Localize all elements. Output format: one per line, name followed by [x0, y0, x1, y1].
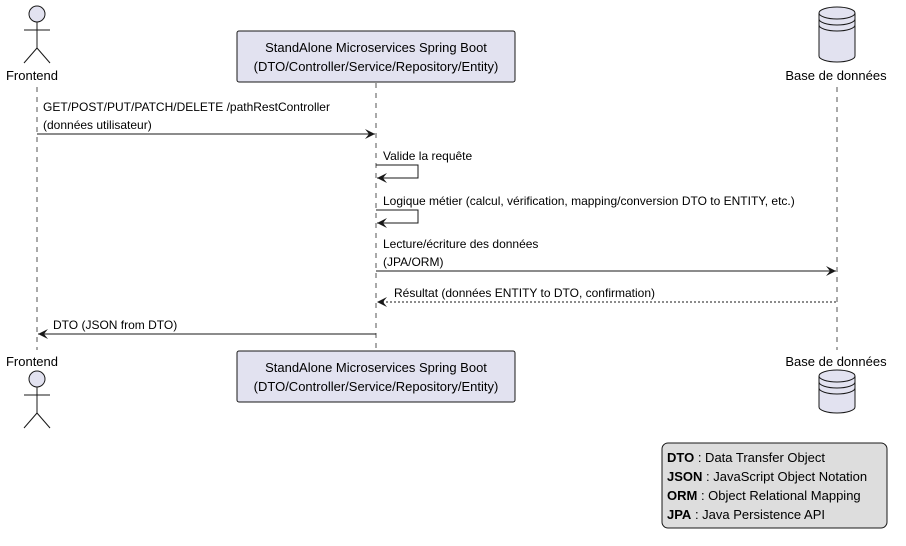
message-business-logic: Logique métier (calcul, vérification, ma…	[376, 194, 795, 228]
participant-service-bottom-line2: (DTO/Controller/Service/Repository/Entit…	[254, 379, 499, 394]
message-request: GET/POST/PUT/PATCH/DELETE /pathRestContr…	[37, 100, 375, 139]
database-top-icon	[818, 6, 856, 63]
database-bottom-icon	[818, 369, 856, 414]
legend-item-orm: ORM : Object Relational Mapping	[667, 488, 861, 503]
message-response: DTO (JSON from DTO)	[38, 318, 376, 339]
message-result: Résultat (données ENTITY to DTO, confirm…	[377, 286, 836, 307]
message-result-label: Résultat (données ENTITY to DTO, confirm…	[394, 286, 655, 300]
participant-service-top-line1: StandAlone Microservices Spring Boot	[265, 40, 487, 55]
legend-item-json: JSON : JavaScript Object Notation	[667, 469, 867, 484]
legend-item-jpa: JPA : Java Persistence API	[667, 507, 825, 522]
message-read-write-line1: Lecture/écriture des données	[383, 237, 538, 251]
legend: DTO : Data Transfer Object JSON : JavaSc…	[661, 442, 888, 529]
actor-frontend-bottom-label: Frontend	[6, 354, 58, 369]
message-read-write: Lecture/écriture des données (JPA/ORM)	[376, 237, 836, 276]
message-response-label: DTO (JSON from DTO)	[53, 318, 177, 332]
message-request-line2: (données utilisateur)	[43, 118, 152, 132]
participant-service-bottom-line1: StandAlone Microservices Spring Boot	[265, 360, 487, 375]
actor-frontend-top-label: Frontend	[6, 68, 58, 83]
message-business-logic-label: Logique métier (calcul, vérification, ma…	[383, 194, 795, 208]
participant-service-top: StandAlone Microservices Spring Boot (DT…	[236, 30, 516, 83]
actor-frontend-top-icon	[23, 5, 51, 64]
message-read-write-line2: (JPA/ORM)	[383, 255, 443, 269]
actor-frontend-bottom-icon	[23, 370, 51, 429]
message-validate: Valide la requête	[376, 149, 473, 183]
database-bottom-label: Base de données	[785, 354, 887, 369]
message-request-line1: GET/POST/PUT/PATCH/DELETE /pathRestContr…	[43, 100, 330, 114]
database-top-label: Base de données	[785, 68, 887, 83]
participant-service-top-line2: (DTO/Controller/Service/Repository/Entit…	[254, 59, 499, 74]
legend-item-dto: DTO : Data Transfer Object	[667, 450, 825, 465]
message-validate-label: Valide la requête	[383, 149, 473, 163]
participant-service-bottom: StandAlone Microservices Spring Boot (DT…	[236, 350, 516, 403]
